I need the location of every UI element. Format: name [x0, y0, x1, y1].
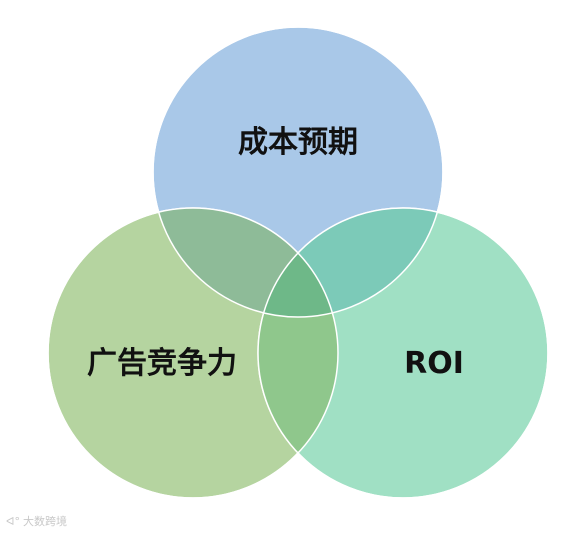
- watermark: ᐊ°大数跨境: [6, 513, 67, 529]
- watermark-text: 大数跨境: [22, 515, 67, 528]
- overlap-top-left: [153, 208, 338, 317]
- label-roi: ROI: [404, 346, 464, 381]
- logo-icon: ᐊ°: [6, 515, 20, 528]
- label-cost-expectation: 成本预期: [238, 125, 358, 160]
- overlap-top-right: [258, 208, 443, 317]
- label-ad-competitiveness: 广告竞争力: [87, 346, 237, 381]
